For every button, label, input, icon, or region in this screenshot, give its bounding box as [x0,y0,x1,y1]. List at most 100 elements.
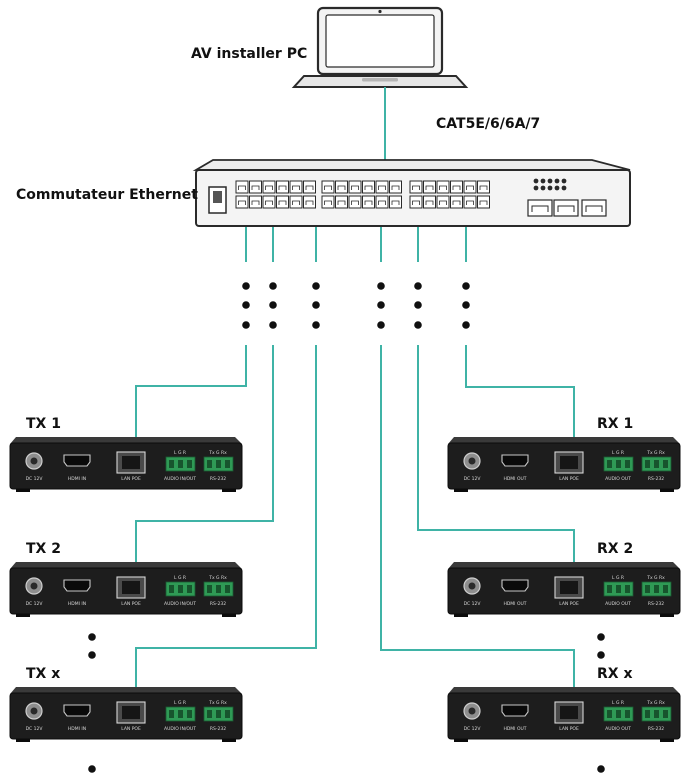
cable-rx2 [417,345,575,580]
rs232-caption: RS-232 [210,601,226,607]
switch-port [235,180,249,194]
hdmi-port-icon [63,579,91,592]
audio-pins-caption: L G R [612,700,624,706]
hdmi-caption: HDMI IN [68,726,86,732]
switch-port [335,195,348,209]
switch-port [389,195,402,209]
switch-port [249,180,262,194]
tx1-label: TX 1 [26,416,61,432]
switch-port [463,180,477,194]
hdmi-caption: HDMI IN [68,601,86,607]
rs232-caption: RS-232 [648,726,664,732]
hdmi-caption: HDMI OUT [503,476,526,482]
power-caption: DC 12V [464,726,482,732]
audio-caption: AUDIO OUT [605,726,631,732]
switch-port [289,180,303,194]
audio-caption: AUDIO IN/OUT [164,726,196,732]
hdmi-port-icon [501,704,529,717]
rs232-pins-caption: Tx G Rx [646,450,665,456]
audio-pins-caption: L G R [174,700,186,706]
rxx-label: RX x [597,666,632,682]
cable-txx [135,345,317,705]
switch-led [561,185,567,191]
switch-port [423,180,436,194]
switch-port [375,180,389,194]
lan-caption: LAN POE [121,726,141,732]
power-caption: DC 12V [26,601,44,607]
switch-port [423,195,436,209]
switch-led [554,185,560,191]
cable-dots [242,282,470,329]
lan-caption: LAN POE [121,476,141,482]
rs232-caption: RS-232 [210,476,226,482]
audio-caption: AUDIO OUT [605,601,631,607]
switch-led [533,185,539,191]
rx-device-3: DC 12V HDMI OUT LAN POE AUDIO OUT RS-232 L G … [447,687,681,742]
switch-port [362,180,375,194]
rx2-label: RX 2 [597,541,633,557]
switch-port [362,195,375,209]
rs232-pins-caption: Tx G Rx [208,575,227,581]
switch-port [436,195,450,209]
cable-tx2 [135,345,274,580]
switch-port [303,180,316,194]
switch-port [389,180,402,194]
switch-port [409,195,423,209]
rx1-label: RX 1 [597,416,633,432]
power-caption: DC 12V [464,601,482,607]
hdmi-caption: HDMI IN [68,476,86,482]
lan-caption: LAN POE [121,601,141,607]
rs232-pins-caption: Tx G Rx [208,450,227,456]
switch-port [409,180,423,194]
cable-rxx [380,345,575,705]
switch-port [375,195,389,209]
switch-port [436,180,450,194]
switch-port [276,195,289,209]
switch-led [540,178,546,184]
hdmi-port-icon [63,704,91,717]
laptop-icon [291,6,469,88]
switch-port [262,195,276,209]
power-caption: DC 12V [26,726,44,732]
switch-port [249,195,262,209]
lan-caption: LAN POE [559,476,579,482]
switch-label: Commutateur Ethernet [16,187,198,203]
audio-caption: AUDIO OUT [605,476,631,482]
hdmi-caption: HDMI OUT [503,601,526,607]
power-caption: DC 12V [26,476,44,482]
power-caption: DC 12V [464,476,482,482]
switch-led [533,178,539,184]
audio-pins-caption: L G R [612,450,624,456]
cable-type-label: CAT5E/6/6A/7 [436,116,540,132]
audio-pins-caption: L G R [612,575,624,581]
switch-port [262,180,276,194]
hdmi-port-icon [63,454,91,467]
hdmi-caption: HDMI OUT [503,726,526,732]
switch-led [547,185,553,191]
cables [135,87,575,705]
switch-port [303,195,316,209]
lan-caption: LAN POE [559,726,579,732]
switch-port [335,180,348,194]
switch-led [561,178,567,184]
ethernet-switch-icon [192,159,631,227]
rs232-pins-caption: Tx G Rx [208,700,227,706]
audio-caption: AUDIO IN/OUT [164,601,196,607]
switch-port [348,180,362,194]
switch-port [348,195,362,209]
switch-led [540,185,546,191]
rs232-pins-caption: Tx G Rx [646,575,665,581]
tx2-label: TX 2 [26,541,61,557]
switch-port [450,180,463,194]
switch-port [463,195,477,209]
switch-led [554,178,560,184]
audio-pins-caption: L G R [174,450,186,456]
txx-label: TX x [26,666,60,682]
cable-tx1 [135,345,247,455]
